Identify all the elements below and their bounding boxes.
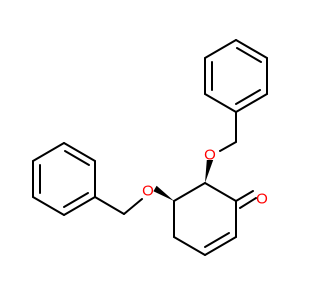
stereo-wedge-upper bbox=[205, 160, 214, 183]
stereo-wedge-lower bbox=[153, 185, 174, 201]
ketone-bond bbox=[239, 197, 257, 209]
alkene-double-bond bbox=[204, 232, 230, 248]
bond bbox=[32, 196, 65, 216]
bond bbox=[204, 39, 237, 59]
aromatic-double-bond bbox=[63, 192, 89, 208]
ketone-bond bbox=[235, 190, 254, 202]
lower-phenyl-ring bbox=[32, 142, 96, 216]
bond bbox=[173, 182, 206, 202]
aromatic-double-bond bbox=[64, 150, 90, 166]
bond bbox=[235, 93, 268, 113]
upper-phenyl-ring bbox=[204, 39, 268, 113]
ether-oxygen-upper: O bbox=[204, 147, 216, 164]
bond bbox=[63, 142, 96, 162]
bond bbox=[235, 39, 268, 59]
aromatic-double-bond bbox=[236, 47, 262, 63]
upper-ch2-o-bond bbox=[219, 141, 237, 152]
bond bbox=[204, 93, 237, 113]
aromatic-double-bond bbox=[235, 89, 261, 105]
molecule-structure: O O O bbox=[32, 39, 268, 256]
ether-oxygen-lower: O bbox=[142, 183, 154, 200]
bond bbox=[173, 236, 206, 256]
bond bbox=[63, 196, 96, 216]
cyclohexenone-ring bbox=[173, 182, 237, 256]
lower-ch2-o-bond bbox=[123, 198, 143, 215]
lower-ch2-bond bbox=[94, 196, 125, 215]
bond bbox=[32, 142, 65, 162]
bond bbox=[204, 182, 237, 202]
ketone-oxygen: O bbox=[256, 191, 268, 208]
bond bbox=[204, 236, 237, 256]
structure-canvas: O O O bbox=[32, 39, 268, 256]
